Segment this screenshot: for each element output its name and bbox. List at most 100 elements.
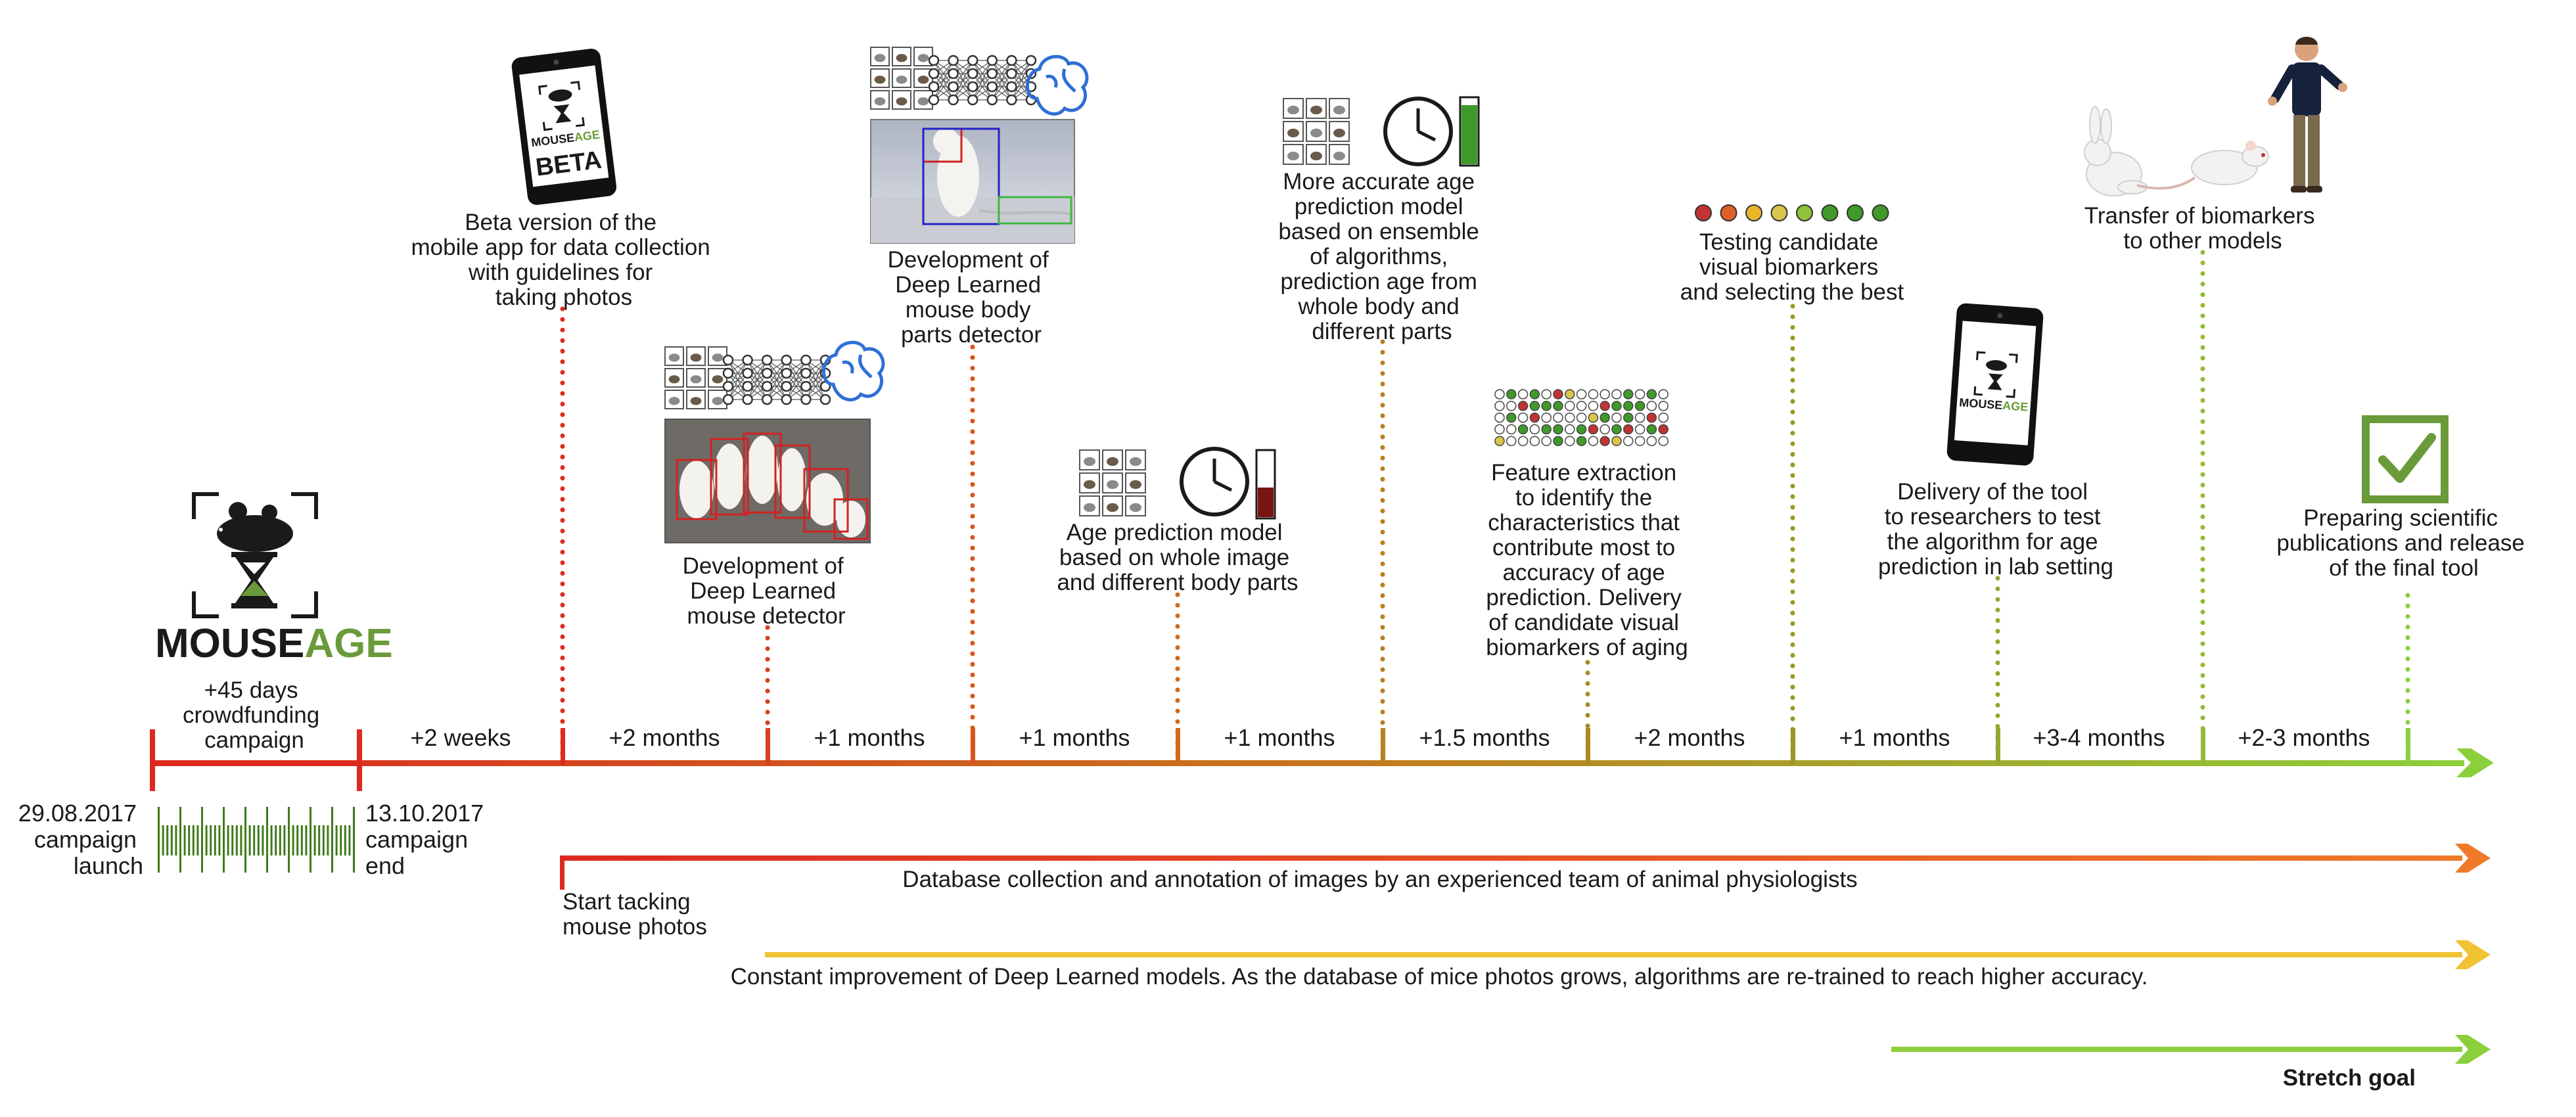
barcode-bar: [227, 825, 229, 855]
barcode-bar: [279, 825, 281, 855]
feature-dot: [1611, 412, 1622, 423]
nn-node: [742, 367, 753, 379]
thumbnail-mouse: [874, 97, 886, 106]
model-improvement-bar: Constant improvement of Deep Learned mod…: [731, 940, 2491, 990]
thumbnail-mouse: [668, 397, 680, 405]
nn-node: [948, 94, 959, 106]
barcode-bar: [266, 807, 268, 873]
nn-node: [986, 55, 998, 66]
feature-dot: [1565, 389, 1575, 399]
barcode-bar: [196, 825, 199, 855]
thumbnail: [1125, 449, 1146, 470]
thumbnail-mouse: [896, 54, 908, 62]
campaign-end-tick: [357, 729, 362, 791]
interval-label: +1 months: [1224, 724, 1335, 751]
thumbnail: [1306, 121, 1327, 142]
barcode-bar: [292, 825, 294, 855]
interval-label: +2 months: [609, 724, 720, 751]
nn-node: [781, 394, 793, 405]
interval-label: +1.5 months: [1419, 724, 1550, 751]
body-parts-detector-illustration: [870, 47, 1089, 244]
milestone-tick: [971, 728, 975, 765]
logo-text: MOUSEAGE: [155, 621, 393, 666]
body-part-boxes: [922, 127, 1072, 225]
thumbnail-mouse: [874, 76, 886, 84]
feature-dot: [1599, 401, 1610, 411]
feature-dot: [1599, 412, 1610, 423]
training-images-grid: [1079, 449, 1146, 516]
barcode-bar: [162, 825, 164, 855]
feature-dot: [1506, 424, 1517, 435]
biomarker-dot: [1770, 204, 1788, 221]
biomarker-candidates-icon: [1695, 204, 1889, 221]
nn-node: [986, 81, 998, 93]
biomarker-dot: [1847, 204, 1864, 221]
thumbnail-mouse: [1310, 151, 1322, 160]
nn-edge: [747, 373, 768, 400]
nn-node: [722, 354, 734, 366]
campaign-launch-tick: [150, 729, 155, 791]
collection-arrow-head: [2455, 844, 2491, 873]
nn-node: [722, 394, 734, 405]
milestone-age-model-caption: Age prediction model based on whole imag…: [1057, 520, 1298, 595]
thumbnail-mouse: [896, 76, 908, 84]
biomarker-dot: [1695, 204, 1712, 221]
accuracy-level-icon: [1459, 96, 1480, 167]
feature-dot: [1634, 401, 1645, 411]
collection-start-tick: [560, 855, 564, 890]
thumbnail-mouse: [1333, 128, 1345, 137]
nn-node: [742, 394, 753, 405]
nn-edge: [933, 60, 954, 87]
nn-edge: [953, 60, 973, 87]
feature-dot: [1658, 412, 1668, 423]
nn-edge: [805, 359, 826, 387]
thumbnail: [1102, 449, 1123, 470]
brain-icon: [1026, 55, 1089, 116]
milestone-tick: [2201, 728, 2205, 765]
feature-dot: [1506, 436, 1517, 446]
feature-dot: [1517, 424, 1529, 435]
barcode-bar: [318, 825, 321, 855]
barcode-bar: [166, 825, 169, 855]
feature-dot: [1541, 412, 1552, 423]
feature-dot: [1541, 389, 1552, 399]
nn-node: [761, 367, 773, 379]
thumbnail-mouse: [1084, 457, 1095, 467]
feature-dot: [1576, 412, 1587, 423]
nn-node: [928, 68, 940, 80]
clock-icon: [1180, 447, 1249, 516]
nn-node: [967, 81, 978, 93]
barcode-bar: [262, 825, 264, 855]
milestone-body-parts-detector-caption: Development of Deep Learned mouse body p…: [888, 247, 1055, 348]
feature-dot: [1565, 424, 1575, 435]
feature-dot: [1576, 436, 1587, 446]
nn-edge: [1011, 60, 1032, 87]
feature-dot: [1634, 412, 1645, 423]
nn-node: [928, 81, 940, 93]
feature-dot: [1506, 389, 1517, 399]
feature-dot: [1588, 412, 1599, 423]
barcode-bar: [296, 825, 299, 855]
timeline-line: [151, 760, 2464, 766]
database-collection-bar: Database collection and annotation of im…: [560, 844, 2491, 940]
nn-node: [1006, 55, 1017, 66]
stretch-goal-bar: Stretch goal: [1891, 1035, 2491, 1091]
nn-node: [761, 354, 773, 366]
barcode-bar: [288, 807, 290, 873]
nn-node: [742, 380, 753, 392]
nn-node: [722, 367, 734, 379]
nn-node: [761, 394, 773, 405]
thumbnail-mouse: [1310, 128, 1322, 137]
feature-dot: [1646, 401, 1657, 411]
nn-edge: [953, 73, 973, 101]
rabbit-icon: [2084, 106, 2148, 196]
feature-dot: [1529, 412, 1540, 423]
thumbnail: [686, 346, 706, 366]
milestone-feature-extraction-caption: Feature extraction to identify the chara…: [1486, 460, 1688, 660]
feature-dot: [1599, 424, 1610, 435]
thumbnail: [1329, 144, 1350, 165]
campaign-days-barcode: [158, 807, 355, 873]
feature-dot: [1494, 401, 1505, 411]
nn-node: [761, 380, 773, 392]
